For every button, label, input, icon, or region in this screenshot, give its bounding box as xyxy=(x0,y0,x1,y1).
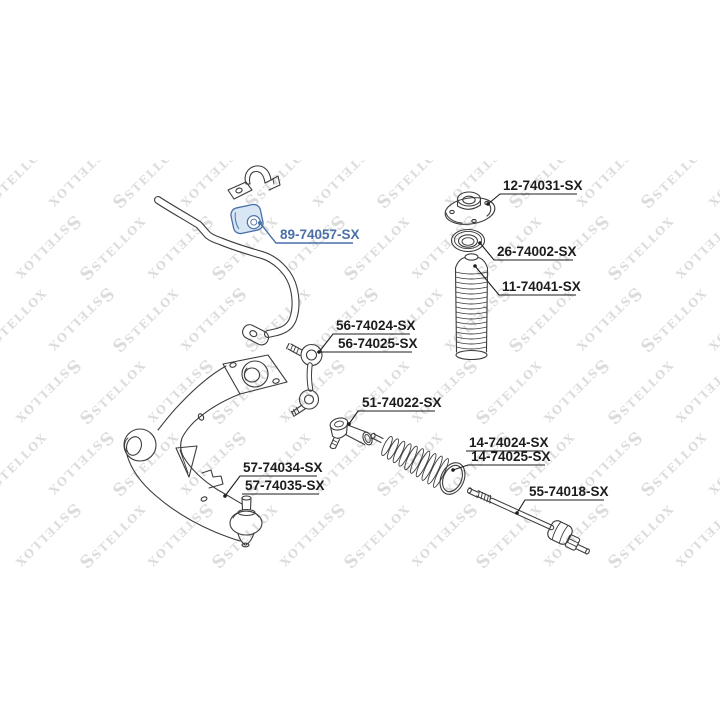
steering-rack-boot xyxy=(370,432,466,495)
part-label-14-74025-sx[interactable]: 14-74025-SX xyxy=(471,449,551,464)
stabilizer-clamp-bracket xyxy=(227,165,281,200)
label-group-55-74018: 55-74018-SX xyxy=(515,484,609,515)
stabilizer-bar-bushing[interactable] xyxy=(230,203,265,235)
label-group-14-74024-25: 14-74024-SX 14-74025-SX xyxy=(451,435,551,472)
control-arm-ball-joint xyxy=(229,495,263,548)
boot-ribs xyxy=(455,271,488,350)
part-label-56-74024-sx[interactable]: 56-74024-SX xyxy=(336,318,416,333)
label-group-57-74034-35: 57-74034-SX 57-74035-SX xyxy=(223,460,325,498)
part-label-89-74057-sx[interactable]: 89-74057-SX xyxy=(280,227,360,242)
part-label-56-74025-sx[interactable]: 56-74025-SX xyxy=(338,336,418,351)
part-label-11-74041-sx[interactable]: 11-74041-SX xyxy=(502,279,581,294)
part-label-55-74018-sx[interactable]: 55-74018-SX xyxy=(529,484,609,499)
part-label-57-74034-sx[interactable]: 57-74034-SX xyxy=(243,460,323,475)
part-label-12-74031-sx[interactable]: 12-74031-SX xyxy=(503,178,583,193)
label-group-11-74041: 11-74041-SX xyxy=(473,264,581,296)
inner-tie-rod xyxy=(467,487,590,555)
stabilizer-bar-eyelet xyxy=(242,324,270,346)
control-arm xyxy=(123,354,288,548)
strut-mount xyxy=(444,191,496,225)
part-label-57-74035-sx[interactable]: 57-74035-SX xyxy=(245,478,325,493)
label-group-56-74024-25: 56-74024-SX 56-74025-SX xyxy=(317,318,418,354)
rack-boot-ribs xyxy=(381,436,449,488)
label-group-26-74002: 26-74002-SX xyxy=(478,241,577,261)
selected-part-label-group: 89-74057-SX xyxy=(258,221,360,244)
inner-tie-rod-housing xyxy=(547,520,573,545)
inner-tie-rod-hex xyxy=(564,534,581,551)
shock-dust-boot xyxy=(454,253,489,361)
part-label-26-74002-sx[interactable]: 26-74002-SX xyxy=(497,244,577,259)
strut-bearing xyxy=(450,228,486,253)
label-group-12-74031: 12-74031-SX xyxy=(486,178,583,206)
stabilizer-bar xyxy=(154,196,300,346)
part-label-51-74022-sx[interactable]: 51-74022-SX xyxy=(362,395,442,410)
stabilizer-link xyxy=(285,342,323,418)
label-group-51-74022: 51-74022-SX xyxy=(347,395,442,426)
part-label-14-74024-sx[interactable]: 14-74024-SX xyxy=(469,435,549,450)
